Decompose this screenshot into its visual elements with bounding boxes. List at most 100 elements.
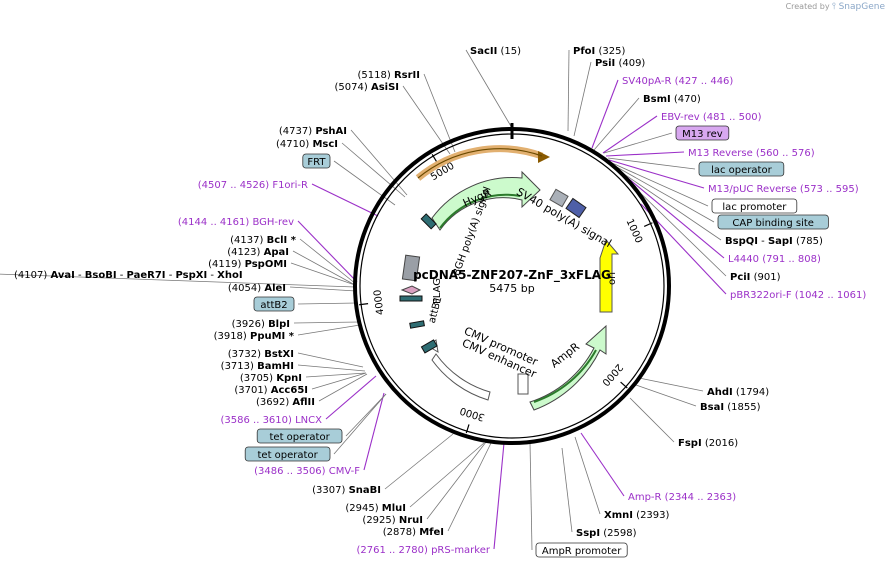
plasmid-size: 5475 bp <box>489 282 534 295</box>
feature-box <box>717 214 829 230</box>
enzyme-label: (4119) PspOMI <box>208 259 287 270</box>
feature-box <box>675 125 730 141</box>
site-label: (3692) AflII <box>256 397 315 408</box>
leader-line <box>350 129 408 196</box>
site-label: L4440 (791 .. 808) <box>728 254 821 265</box>
site-label: (4710) MscI <box>276 139 338 150</box>
feature-box <box>253 296 295 312</box>
enzyme-label: BsaI (1855) <box>700 402 761 413</box>
leader-line <box>635 384 697 407</box>
site-label: PsiI (409) <box>595 58 645 69</box>
site-label: (2878) MfeI <box>383 527 444 538</box>
feature-box <box>256 428 343 444</box>
leader-line <box>318 373 368 402</box>
site-label: (4507 .. 4526) F1ori-R <box>198 180 308 191</box>
enzyme-label: (2925) NruI <box>362 515 423 526</box>
leader-line <box>293 321 360 324</box>
site-label: lac promoter <box>711 198 798 214</box>
leader-line <box>608 159 705 189</box>
site-label: (3307) SnaBI <box>312 485 381 496</box>
feature-box <box>698 161 785 177</box>
primer-label: (3586 .. 3610) LNCX <box>221 415 323 426</box>
enzyme-label: (3926) BlpI <box>232 319 290 330</box>
leader-line <box>299 238 357 285</box>
ori-label: ori <box>607 272 618 285</box>
site-label: (3586 .. 3610) LNCX <box>221 415 323 426</box>
leader-line <box>292 250 356 286</box>
feature-box-label: FRT <box>307 157 326 168</box>
site-label: (2925) NruI <box>362 515 423 526</box>
leader-line <box>574 436 601 515</box>
plasmid-center: pcDNA5-ZNF207-ZnF_3xFLAG 5475 bp <box>413 268 611 295</box>
leader-line <box>493 442 505 550</box>
leader-line <box>311 372 367 390</box>
enzyme-label: XmnI (2393) <box>604 510 670 521</box>
leader-line <box>607 157 696 170</box>
leader-line <box>628 181 727 277</box>
feature-box <box>535 542 628 558</box>
site-label: (5118) RsrII <box>358 70 420 81</box>
site-label: CAP binding site <box>717 214 829 230</box>
site-label: (4144 .. 4161) BGH-rev <box>178 217 294 228</box>
leader-line <box>305 372 367 378</box>
site-label: BspQI - SapI (785) <box>725 236 823 247</box>
snapgene-brand: Created by ⫯ SnapGene <box>786 2 885 12</box>
leader-line <box>297 324 361 336</box>
site-label: (3486 .. 3506) CMV-F <box>254 466 360 477</box>
ampr-label: AmpR <box>548 340 582 371</box>
tick-mark <box>431 154 438 163</box>
leader-lines <box>0 49 727 551</box>
leader-line <box>622 173 725 259</box>
leader-line <box>629 397 675 443</box>
site-label: (3705) KpnI <box>240 373 302 384</box>
leader-line <box>593 97 640 151</box>
feature-box-label: lac operator <box>711 165 772 176</box>
site-label: BsmI (470) <box>643 94 701 105</box>
site-label: lac operator <box>698 161 785 177</box>
site-label: attB2 <box>253 296 295 312</box>
tick-mark <box>620 381 628 389</box>
enzyme-label: FspI (2016) <box>678 438 738 449</box>
primer-label: SV40pA-R (427 .. 446) <box>622 76 733 87</box>
leader-line <box>447 440 493 532</box>
leader-line <box>297 352 364 368</box>
tick-label: 4000 <box>372 289 386 316</box>
site-label: SspI (2598) <box>576 528 637 539</box>
primer-label: (2761 .. 2780) pRS-marker <box>356 545 490 556</box>
feature-box-label: tet operator <box>258 450 319 461</box>
primer-label: M13/pUC Reverse (573 .. 595) <box>708 184 859 195</box>
site-label: (5074) AsiSI <box>335 82 399 93</box>
enzyme-label: (4123) ApaI <box>227 247 289 258</box>
leader-line <box>0 273 356 288</box>
leader-line <box>341 142 406 198</box>
leader-line <box>638 377 704 392</box>
feature-box-label: tet operator <box>270 432 331 443</box>
snapgene-logo-icon: ⫯ <box>832 2 837 12</box>
leader-line <box>402 85 451 155</box>
cmv-promoter-arrow <box>431 353 491 401</box>
site-label: SV40pA-R (427 .. 446) <box>622 76 733 87</box>
primer-label: (4507 .. 4526) F1ori-R <box>198 180 308 191</box>
enzyme-label: (4737) PshAI <box>279 126 347 137</box>
enzyme-label: (4137) BclI * <box>230 235 297 246</box>
primer-label: pBR322ori-F (1042 .. 1061) <box>730 290 866 301</box>
tick-label: 1000 <box>623 217 643 245</box>
tick-label: 2000 <box>599 361 624 387</box>
tick-mark <box>643 222 653 228</box>
site-label: (3926) BlpI <box>232 319 290 330</box>
primer-label: Amp-R (2344 .. 2363) <box>628 492 736 503</box>
site-label: (4054) AleI <box>228 283 286 294</box>
leader-line <box>620 171 722 241</box>
leader-line <box>311 183 379 217</box>
leader-line <box>297 302 358 305</box>
site-label: (3732) BstXI <box>228 349 294 360</box>
leader-line <box>426 441 487 520</box>
primer-label: (3486 .. 3506) CMV-F <box>254 466 360 477</box>
enzyme-group-label: (4107) AvaI - BsoBI - PaeR7I - PspXI - X… <box>14 270 243 281</box>
leader-line <box>611 162 709 207</box>
site-label: (4119) PspOMI <box>208 259 287 270</box>
feature-box <box>302 153 331 169</box>
feature-box <box>244 446 331 462</box>
site-label: SacII (15) <box>470 46 521 57</box>
enzyme-label: (4710) MscI <box>276 139 338 150</box>
